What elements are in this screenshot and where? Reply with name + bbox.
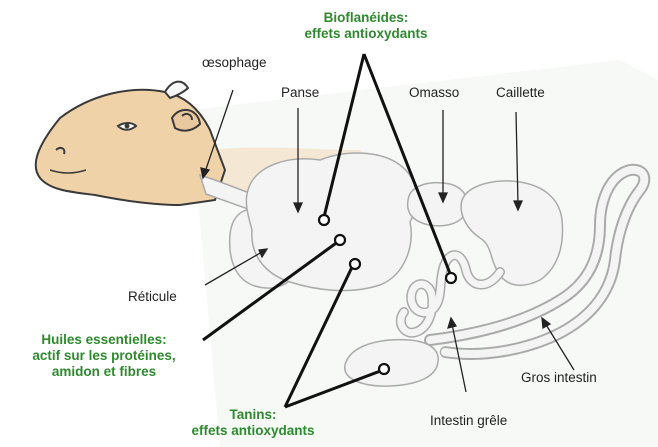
callout-huiles: Huiles essentielles: actif sur les proté…	[4, 332, 204, 380]
marker-abomasum	[446, 273, 456, 283]
callout-tanins-line2: effets antioxydants	[164, 423, 342, 439]
rumen-organ	[246, 153, 416, 291]
marker-caecum	[379, 364, 389, 374]
marker-rumen-lower	[350, 259, 360, 269]
label-intestin-grele: Intestin grêle	[430, 413, 507, 429]
callout-huiles-line1: Huiles essentielles:	[4, 332, 204, 348]
marker-rumen	[319, 215, 329, 225]
callout-bioflaneides: Bioflanéides: effets antioxydants	[268, 10, 464, 42]
cow-head	[36, 90, 225, 205]
label-caillette: Caillette	[496, 85, 545, 101]
callout-bioflaneides-line1: Bioflanéides:	[268, 10, 464, 26]
label-oesophage: œsophage	[202, 55, 267, 71]
callout-bioflaneides-line2: effets antioxydants	[268, 26, 464, 42]
callout-huiles-line3: amidon et fibres	[4, 364, 204, 380]
callout-tanins: Tanins: effets antioxydants	[164, 407, 342, 439]
label-omasso: Omasso	[409, 85, 459, 101]
marker-reticulum	[335, 235, 345, 245]
callout-huiles-line2: actif sur les protéines,	[4, 348, 204, 364]
label-panse: Panse	[281, 85, 319, 101]
cow-horn	[165, 82, 188, 98]
label-gros-intestin: Gros intestin	[521, 370, 597, 386]
label-reticule: Réticule	[128, 289, 177, 305]
callout-tanins-line1: Tanins:	[164, 407, 342, 423]
